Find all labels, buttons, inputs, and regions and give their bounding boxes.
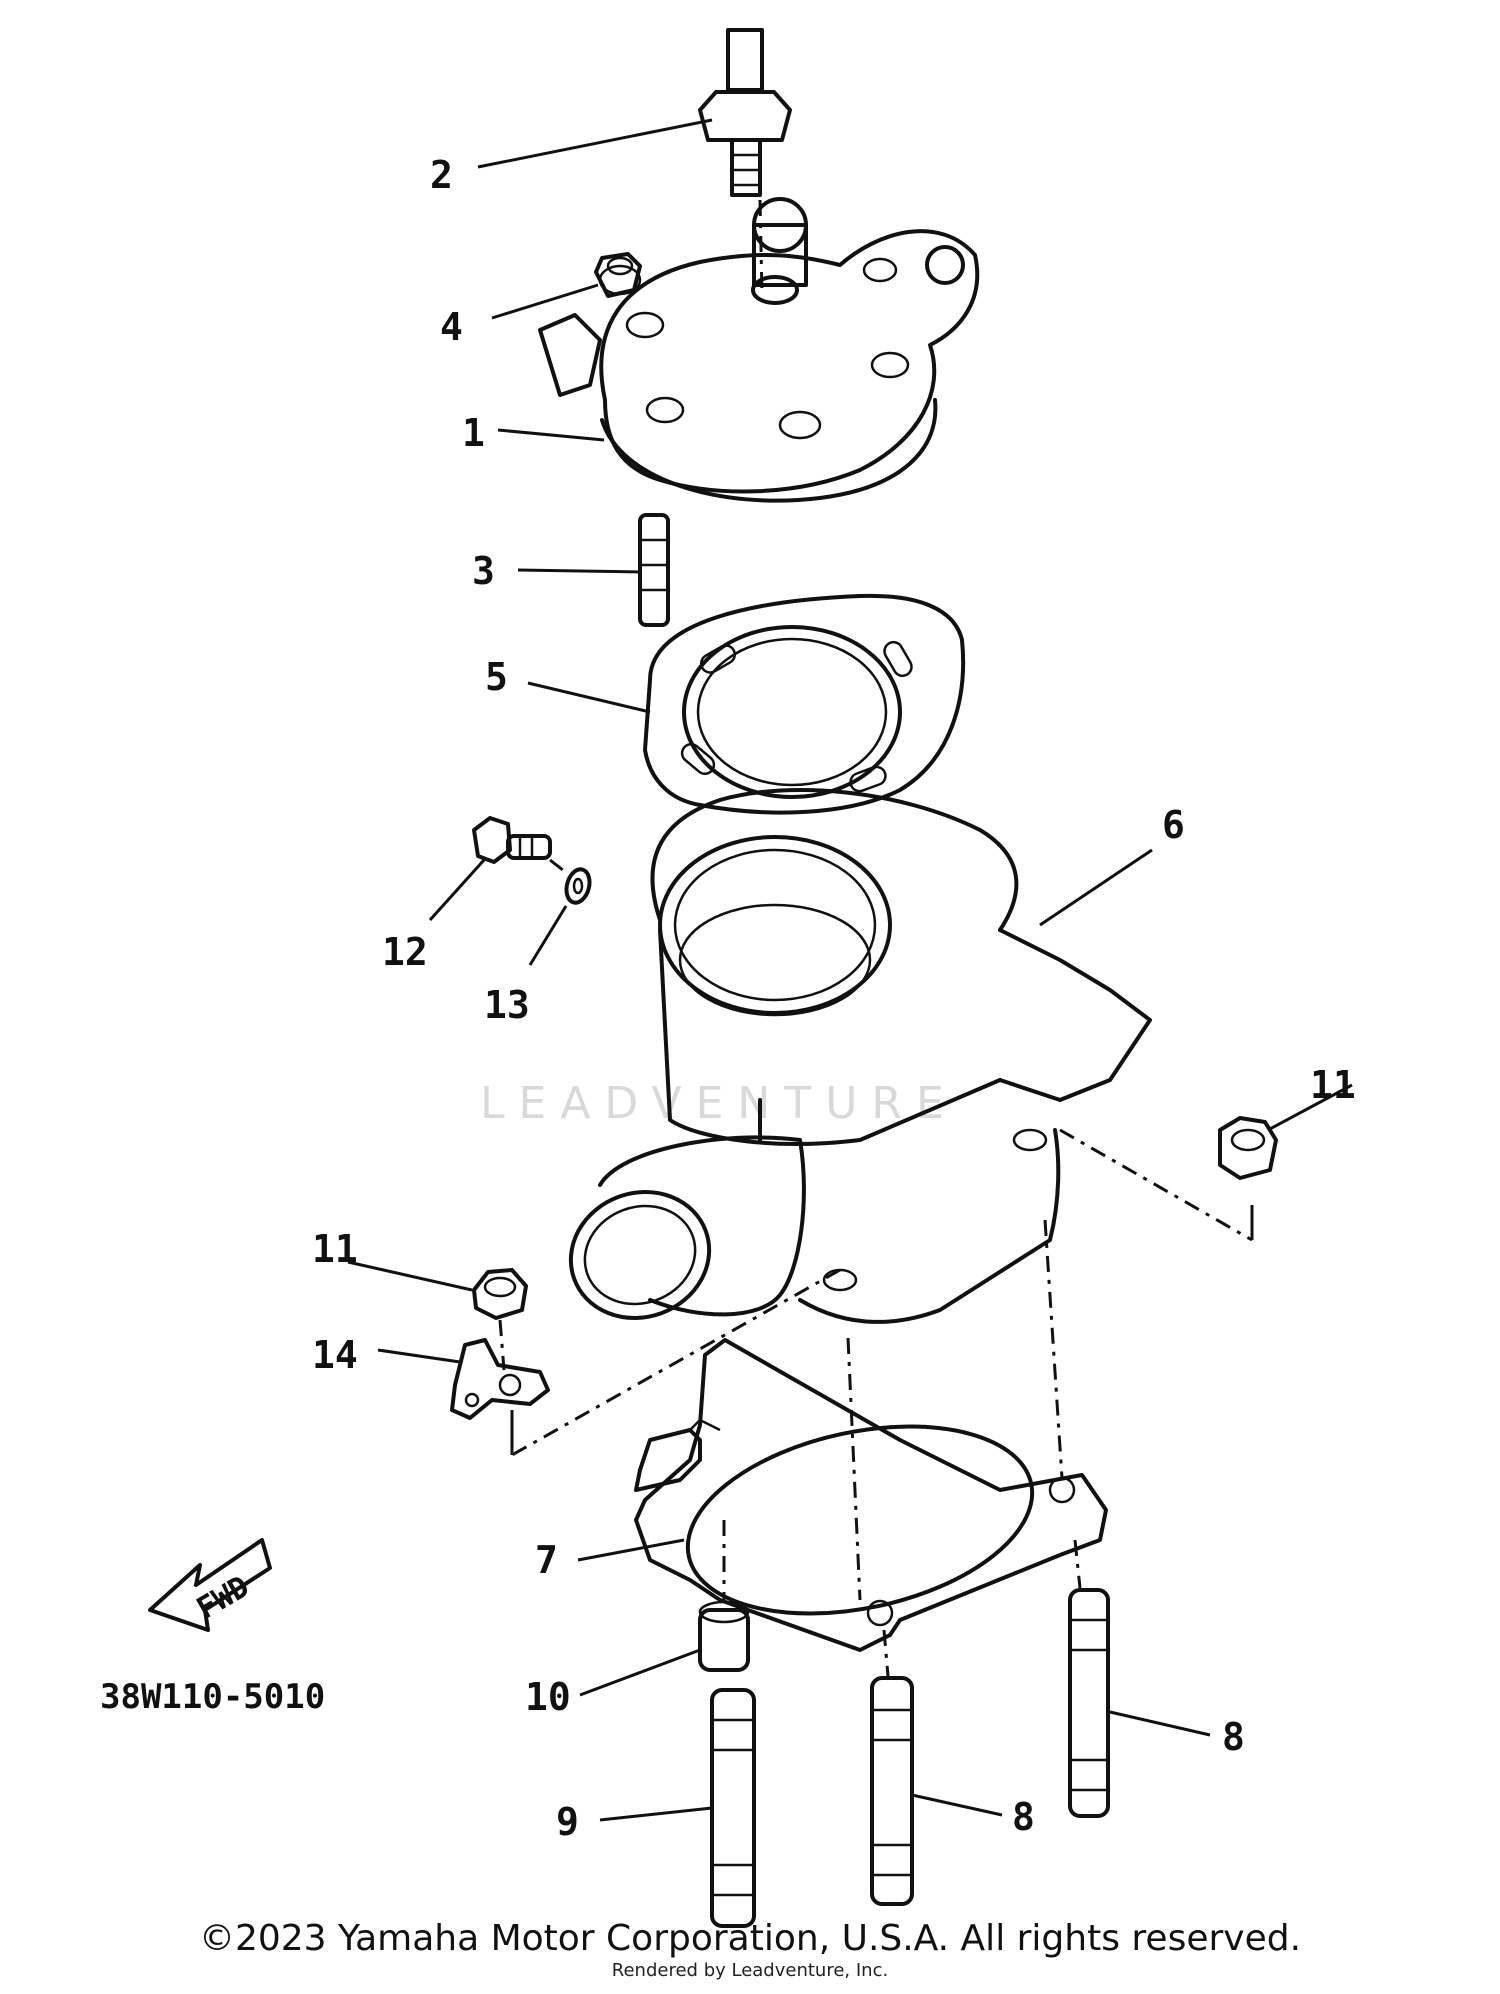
spark-plug-part[interactable] <box>698 28 792 296</box>
callout-13: 13 <box>484 983 530 1027</box>
copyright-notice: ©2023 Yamaha Motor Corporation, U.S.A. A… <box>198 1918 1302 1959</box>
forward-direction-arrow-icon: FWD <box>148 1538 272 1632</box>
base-gasket-part[interactable] <box>634 1338 1108 1652</box>
head-gasket-part[interactable] <box>643 593 966 815</box>
bolt-part[interactable] <box>472 816 569 876</box>
alignment-lines <box>498 1128 1254 1601</box>
callout-4: 4 <box>440 305 463 349</box>
callout-5: 5 <box>485 655 508 699</box>
leader-lines <box>347 118 1353 1822</box>
watermark: LEADVENTURE <box>480 1078 958 1129</box>
stud-bolt-part[interactable] <box>638 513 670 627</box>
callout-7: 7 <box>535 1538 558 1582</box>
callouts: 2 4 1 3 5 6 12 13 11 11 14 7 10 8 8 9 <box>312 153 1356 1844</box>
bracket-part[interactable] <box>450 1338 550 1420</box>
callout-9: 9 <box>556 1800 579 1844</box>
nut-left-part[interactable] <box>472 1268 528 1320</box>
cylinder-head-part[interactable] <box>538 197 980 503</box>
callout-8-right: 8 <box>1222 1715 1245 1759</box>
stud-bolt-left-part[interactable] <box>710 1688 756 1928</box>
callout-1: 1 <box>462 411 485 455</box>
callout-14: 14 <box>312 1333 358 1377</box>
diagram-code: 38W110-5010 <box>100 1677 325 1717</box>
stud-bolt-right-part[interactable] <box>1068 1539 1110 1818</box>
callout-11-right: 11 <box>1310 1063 1356 1107</box>
cylinder-part[interactable] <box>553 788 1152 1337</box>
callout-3: 3 <box>472 549 495 593</box>
callout-11-left: 11 <box>312 1227 358 1271</box>
stud-bolt-center-part[interactable] <box>870 1629 914 1906</box>
direction-label: FWD <box>191 1569 255 1626</box>
callout-6: 6 <box>1162 803 1185 847</box>
nut-right-part[interactable] <box>1218 1116 1278 1180</box>
washer-part[interactable] <box>563 867 593 906</box>
rendered-by-notice: Rendered by Leadventure, Inc. <box>611 1960 889 1981</box>
callout-10: 10 <box>525 1675 571 1719</box>
callout-8-center: 8 <box>1012 1795 1035 1839</box>
dowel-pin-part[interactable] <box>698 1520 750 1672</box>
nut-part[interactable] <box>594 252 642 298</box>
callout-2: 2 <box>430 153 453 197</box>
callout-12: 12 <box>382 930 428 974</box>
